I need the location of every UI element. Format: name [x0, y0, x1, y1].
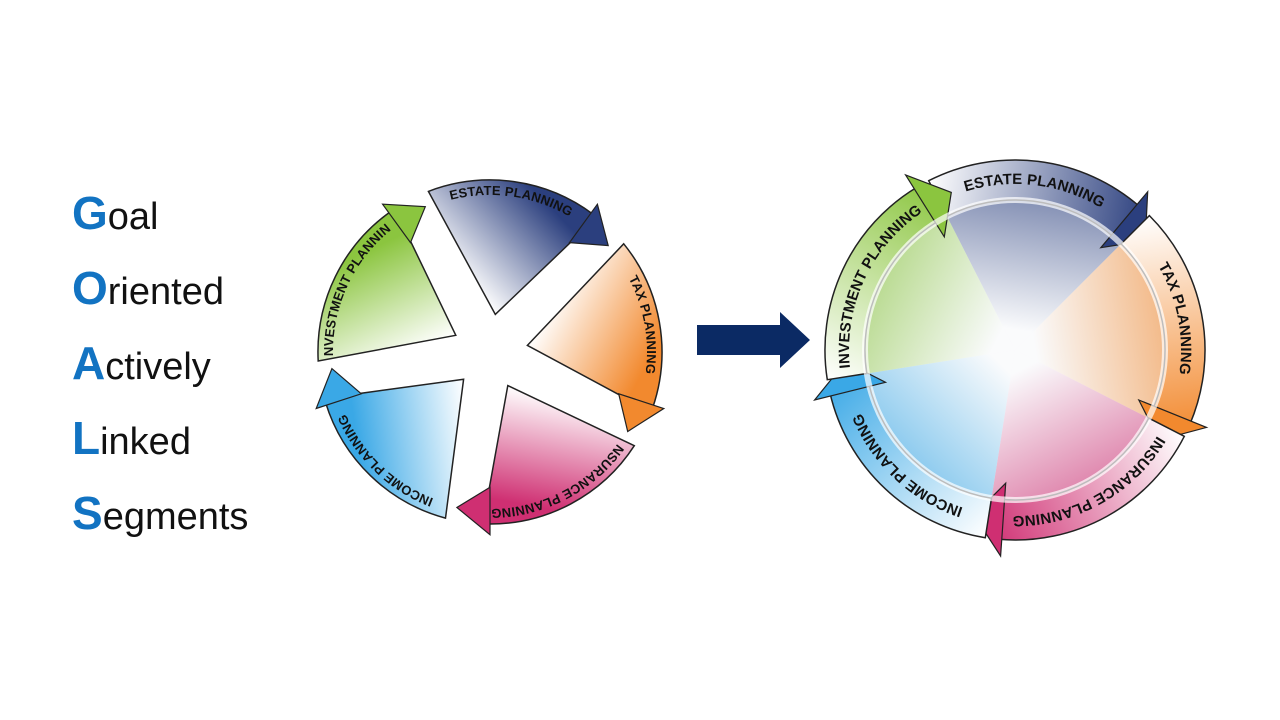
wedge-income [866, 350, 1015, 499]
segment-label-investment-left: INVESTMENT PLANNING [0, 0, 394, 356]
goals-acronym: Goal Oriented Actively Linked Segments [72, 182, 248, 557]
acronym-segments: Segments [72, 487, 249, 539]
income-arrowhead-icon [315, 367, 363, 410]
wedge-tax [1015, 243, 1166, 419]
inner-rim [862, 197, 1168, 503]
investment-arrowhead-icon [381, 203, 427, 244]
estate-arrowhead-icon [568, 202, 609, 247]
wedge-insurance [991, 350, 1149, 501]
tax-arrowhead-icon [617, 392, 666, 433]
acronym-actively: Actively [72, 337, 211, 389]
acronym-goal: Goal [72, 187, 159, 239]
segment-tax-left [526, 242, 663, 409]
segment-estate-left [427, 179, 595, 316]
wedge-investment [864, 216, 1015, 374]
insurance-arrowhead-icon [455, 486, 491, 536]
segment-insurance-left [486, 384, 636, 525]
wedge-estate [946, 199, 1122, 350]
acronym-linked: Linked [72, 412, 191, 464]
segment-investment-left [317, 210, 457, 362]
segment-income-left [324, 378, 465, 520]
acronym-oriented: Oriented [72, 262, 224, 314]
transition-arrow-icon [697, 312, 810, 368]
